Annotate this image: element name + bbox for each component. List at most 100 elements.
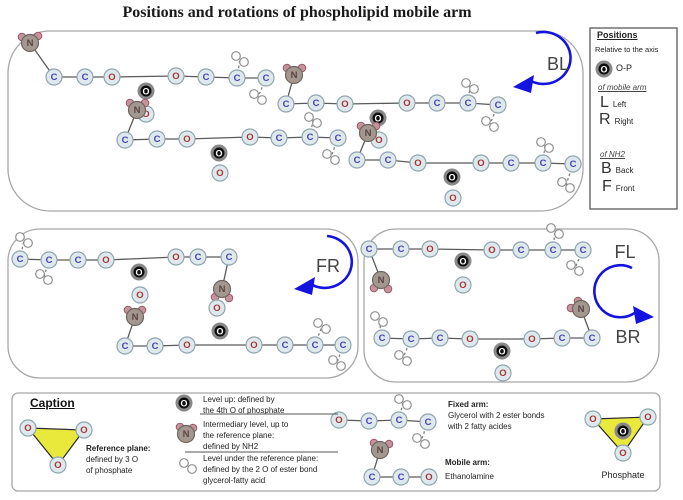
nitrogen-label: N (578, 304, 585, 315)
atom-C-label: C (366, 244, 373, 255)
atom-O (167, 248, 185, 266)
atom-C (373, 329, 391, 347)
caption-mobile-arm-title: Mobile arm: (445, 458, 490, 467)
rotation-arrowhead-bl (513, 75, 534, 93)
caption-intermediary-line2: the reference plane: (203, 431, 275, 440)
ester-oxygen-pair (15, 232, 25, 242)
atom-O-label: O (414, 158, 421, 169)
atom-O (131, 286, 149, 304)
legend-item-back: B Back (601, 161, 634, 177)
atom-C (116, 131, 134, 149)
axis-op-oxygen-label: O (180, 399, 187, 409)
ester-bond-dashed (314, 325, 323, 346)
rotation-label-bl: BL (547, 54, 569, 74)
legend-op-label: O-P (616, 63, 633, 73)
caption-phosphate-label: Phosphate (601, 470, 645, 480)
atom-O (19, 419, 37, 437)
ester-oxygen-pair (179, 458, 189, 468)
legend-group-mobile-arm: of mobile arm (598, 83, 647, 92)
legend-key-L: L (600, 94, 609, 111)
ester-bond-dashed (489, 104, 499, 125)
atom-C (360, 412, 378, 430)
atom-O (97, 251, 115, 269)
atom-C-label: C (495, 100, 502, 111)
atom-C-label: C (335, 133, 342, 144)
page-title: Positions and rotations of phospholipid … (122, 4, 472, 21)
atom-C-label: C (312, 340, 319, 351)
ester-oxygen-pair (489, 122, 499, 132)
atom-C (276, 336, 294, 354)
atom-O (472, 154, 490, 172)
nitrogen-label: N (183, 429, 190, 440)
atom-O-label: O (172, 252, 179, 263)
legend-item-right: R Right (599, 112, 633, 128)
rotation-arc-flbr (593, 263, 637, 319)
ester-oxygen-pair (402, 356, 412, 366)
atom-O (461, 330, 479, 348)
atom-C (306, 336, 324, 354)
atom-C-label: C (226, 252, 233, 263)
atom-O (330, 411, 348, 429)
atom-O (494, 364, 512, 382)
atom-C (459, 94, 477, 112)
legend-group-nh2: of NH2 (600, 150, 625, 159)
caption-level-up-line2: the 4th O of phosphate (203, 406, 285, 415)
atom-C-label: C (122, 135, 129, 146)
ester-oxygen-pair (239, 57, 249, 67)
atom-C-label: C (195, 252, 202, 263)
atom-C (45, 68, 63, 86)
ester-oxygen-pair (336, 361, 346, 371)
atom-O (421, 240, 439, 258)
phosphate-triangle (26, 427, 86, 466)
ester-oxygen-pair (402, 400, 412, 410)
ester-oxygen-pair (43, 275, 53, 285)
ester-oxygen-pair (378, 317, 388, 327)
axis-op-oxygen-label: O (216, 327, 223, 337)
nitrogen-label: N (365, 128, 372, 139)
axis-op-oxygen-icon (595, 60, 613, 78)
axis-op-oxygen-label: O (619, 427, 626, 437)
atom-C (11, 250, 29, 268)
axis-op-oxygen-icon (493, 342, 511, 360)
rotation-label-br: BR (615, 327, 640, 347)
panel-top (7, 30, 584, 212)
atom-C (270, 129, 288, 147)
legend-label-back: Back (615, 166, 634, 175)
atom-C-label: C (398, 472, 405, 483)
atom-C-label: C (559, 333, 566, 344)
atom-O (167, 67, 185, 85)
nitrogen-label: N (377, 445, 384, 456)
atom-C-label: C (82, 72, 89, 83)
caption-intermediary-line3: defined by NH2 (203, 442, 259, 451)
axis-op-oxygen-label: O (600, 65, 607, 75)
legend-item-left: L Left (600, 94, 626, 111)
caption-level-up-text: Level up: defined by the 4th O of phosph… (203, 394, 284, 416)
atom-C-label: C (282, 340, 289, 351)
atom-C-label: C (152, 341, 159, 352)
atom-O-label: O (466, 334, 473, 345)
atom-C-label: C (263, 73, 270, 84)
atom-C (277, 95, 295, 113)
ester-oxygen-pair (35, 269, 45, 279)
ester-oxygen-pair (231, 51, 241, 61)
caption-fixed-arm-title: Fixed arm: (448, 400, 489, 409)
atom-C (69, 251, 87, 269)
caption-fixed-arm-line1: Glycerol with 2 ester bonds (448, 411, 545, 420)
bond (429, 248, 493, 251)
caption-level-under-text: Level under the reference plane: defined… (203, 453, 318, 486)
atom-O-label: O (136, 290, 143, 301)
nitrogen-atom (370, 440, 390, 460)
nitrogen-atom (127, 100, 147, 120)
caption-ref-plane-line2: of phosphate (86, 466, 133, 475)
atom-C (544, 241, 562, 259)
ester-oxygen-pair (557, 177, 567, 187)
atom-C (146, 337, 164, 355)
atom-O-label: O (375, 135, 382, 146)
ester-bond-dashed (565, 163, 574, 186)
atom-O-label: O (183, 340, 190, 351)
atom-O-label: O (213, 303, 220, 314)
